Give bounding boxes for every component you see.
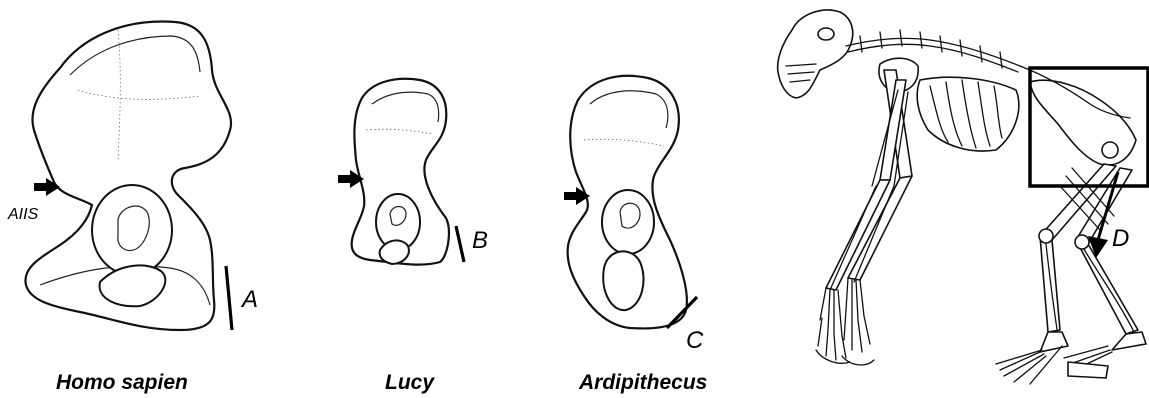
scale-bar-b (456, 226, 464, 262)
aiis-label: AIIS (7, 206, 39, 223)
label-c: C (686, 327, 704, 354)
scale-bar-a (226, 266, 232, 330)
caption-lucy: Lucy (385, 371, 435, 394)
homo-sapien-pelvis (25, 22, 231, 330)
label-b: B (472, 227, 488, 254)
chimpanzee-skeleton (778, 10, 1146, 384)
caption-homo-sapien: Homo sapien (56, 371, 188, 394)
lucy-pelvis (352, 79, 449, 265)
ardipithecus-pelvis (568, 76, 687, 329)
label-d: D (1112, 225, 1129, 252)
label-a: A (240, 286, 258, 313)
caption-ardipithecus: Ardipithecus (578, 371, 707, 394)
